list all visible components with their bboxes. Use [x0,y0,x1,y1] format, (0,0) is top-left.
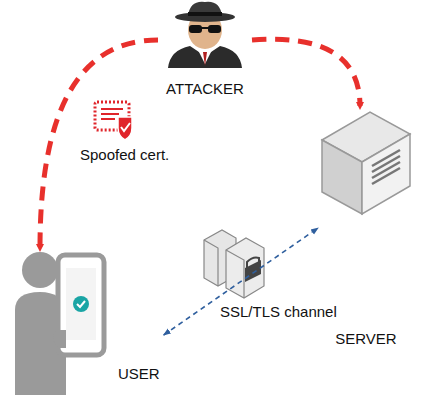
server-icon [322,112,410,214]
spoofed-cert-icon [95,102,132,140]
node-label: USER [118,365,160,383]
server-node: SERVER [318,108,414,244]
node-label: SERVER [335,330,396,348]
node-label: ATTACKER [166,80,244,98]
attacker-icon [168,2,242,68]
ssl-lock-icon [204,230,264,298]
edge-label: Spoofed cert. [78,146,171,164]
user-node: USER [12,250,164,396]
connector [252,39,360,106]
connector [40,40,158,248]
user-icon [15,252,104,395]
attacker-node: ATTACKER [158,0,252,100]
edge-label: SSL/TLS channel [218,303,339,321]
